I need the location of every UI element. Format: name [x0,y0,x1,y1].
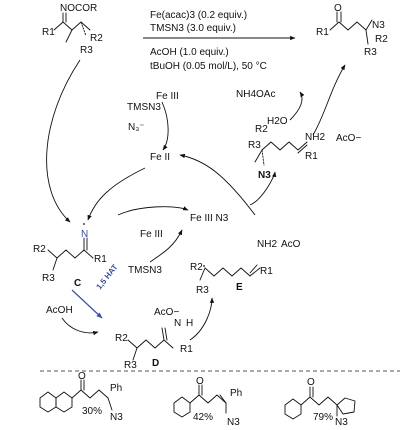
e-r2: R2 [190,262,203,273]
c-r2: R2 [33,244,46,255]
d-n: N [174,318,181,329]
azide-anion: N₃⁻ [128,122,145,133]
iminium-acetate: AcO− [336,133,361,144]
r1-label: R1 [42,27,55,38]
condition-azide: TMSN3 (3.0 equiv.) [150,23,236,34]
tmsn3-top: TMSN3 [127,102,161,113]
ex1-oxygen: O [78,371,86,382]
label-c: C [74,278,81,289]
iminium-r3: R3 [248,140,261,151]
water: H2O [267,116,288,127]
ex2-oxygen: O [196,376,204,387]
condition-solvent: tBuOH (0.05 mol/L), 50 °C [150,61,267,72]
ex2-azide: N3 [227,417,240,428]
example-tertiary: O Ph N3 42% [173,376,242,428]
iminium-r2: R2 [255,124,268,135]
product-r3: R3 [364,47,377,58]
c-radical-n: N [81,229,88,240]
ex3-oxygen: O [307,377,315,388]
ex3-yield: 79% [313,412,333,423]
c-r1: R1 [94,254,107,265]
iminium-n3: N3 [258,170,271,181]
e-nh2: NH2 [257,239,277,250]
hat-label: 1,5 HAT [94,263,119,292]
azido-iminium: R3 R2 N3 NH2 R1 AcO− [248,124,361,181]
product-ketone: O R1 N3 R2 R3 [316,3,388,58]
d-acetate: AcO− [154,307,179,318]
fe3-mid: Fe III [140,229,163,240]
ex1-azide: N3 [110,412,123,423]
iminium-r1: R1 [305,151,318,162]
nocor-label: NOCOR [60,3,97,14]
iminium-nh2: NH2 [305,132,325,143]
label-e: E [236,282,243,293]
hat-arrow [71,289,103,319]
tmsn3-bottom: TMSN3 [128,265,162,276]
acetic-acid: AcOH [46,305,73,316]
d-r1: R1 [180,344,193,355]
example-naphthyl: O Ph N3 30% [39,371,123,423]
alkyl-radical-e: R2 R3 NH2 AcO R1 E [190,239,301,296]
product-oxygen: O [334,3,342,14]
product-r2: R2 [375,34,388,45]
fe2-center: Fe II [150,152,170,163]
e-radical-dot [203,265,205,267]
ammonium-acetate: NH4OAc [236,89,275,100]
starting-oxime-ester: NOCOR R1 R2 R3 [42,3,103,56]
ex1-yield: 30% [82,406,102,417]
ex2-yield: 42% [193,412,213,423]
example-cyclopentyl: O N3 79% [284,377,356,428]
product-r1: R1 [316,27,329,38]
ex2-phenyl: Ph [230,388,242,399]
d-r2: R2 [115,333,128,344]
r2-label: R2 [90,33,103,44]
e-acetate: AcO [281,239,301,250]
ex1-phenyl: Ph [110,383,122,394]
ex3-azide: N3 [335,417,348,428]
c-r3: R3 [42,273,55,284]
r3-label: R3 [80,45,93,56]
fe3-azide: Fe III N3 [190,213,229,224]
d-r3: R3 [124,360,137,371]
fe3-top: Fe III [156,91,179,102]
d-h: H [186,318,193,329]
e-r1: R1 [260,266,273,277]
condition-acid: AcOH (1.0 equiv.) [150,47,229,58]
product-n3: N3 [372,20,385,31]
e-r3: R3 [196,285,209,296]
iminyl-radical-c: N R2 R3 R1 C [33,223,107,289]
condition-catalyst: Fe(acac)3 (0.2 equiv.) [150,10,247,21]
reaction-arrow: Fe(acac)3 (0.2 equiv.) TMSN3 (3.0 equiv.… [143,10,296,72]
label-d: D [152,358,159,369]
iminium-radical-d: AcO− N H R2 R3 R1 D [115,307,193,371]
radical-dot [83,223,85,225]
